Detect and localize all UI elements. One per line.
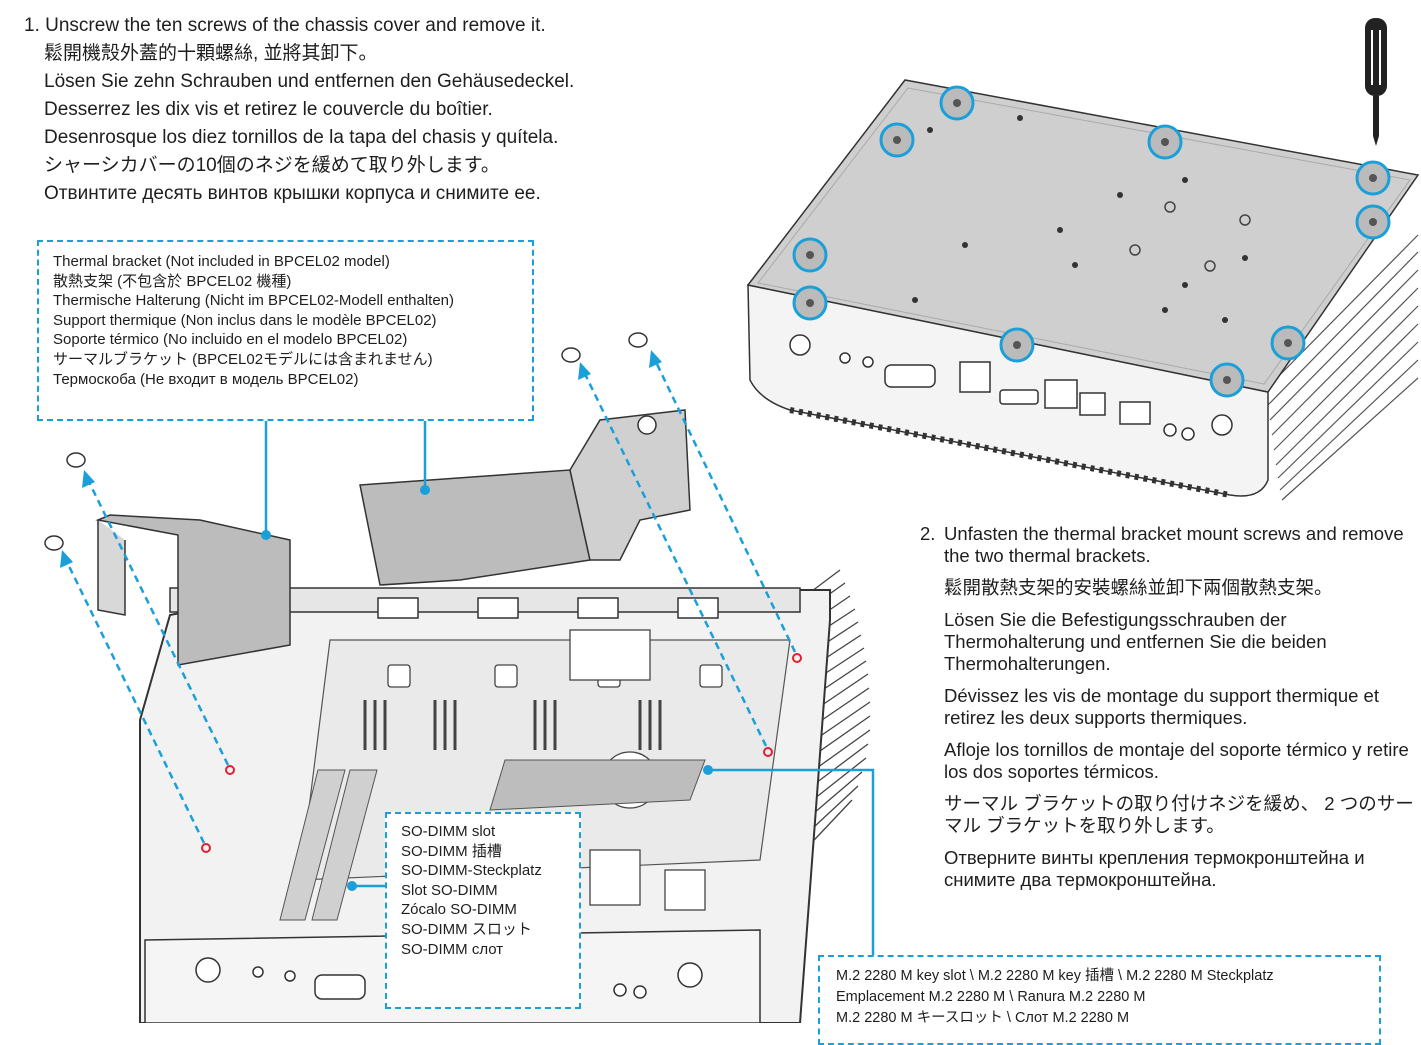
- sodimm-callout-line-ru: SO-DIMM слот: [401, 940, 504, 958]
- step2-instructions: 2. Unfasten the thermal bracket mount sc…: [920, 523, 1420, 901]
- chassis-top-view: [746, 18, 1420, 501]
- step2-para-ja: サーマル ブラケットの取り付けネジを緩め、 2 つのサーマル ブラケットを取り外…: [944, 793, 1414, 836]
- sodimm-callout-line-en: SO-DIMM slot: [401, 823, 496, 840]
- step1-line-ru: Отвинтите десять винтов крышки корпуса и…: [44, 183, 541, 204]
- step2-para-zh: 鬆開散熱支架的安裝螺絲並卸下兩個散熱支架。: [944, 577, 1333, 598]
- step1-line-fr: Desserrez les dix vis et retirez le couv…: [44, 99, 493, 120]
- thermal-callout-line-fr: Support thermique (Non inclus dans le mo…: [53, 311, 437, 329]
- step2-number: 2.: [920, 523, 936, 544]
- step1-line-es: Desenrosque los diez tornillos de la tap…: [44, 127, 559, 148]
- screw-icon: [44, 332, 648, 551]
- m2-slot-callout: M.2 2280 M key slot \ M.2 2280 M key 插槽 …: [818, 955, 1381, 1045]
- sodimm-callout-line-ja: SO-DIMM スロット: [401, 920, 532, 938]
- step2-para-fr: Dévissez les vis de montage du support t…: [944, 685, 1379, 728]
- thermal-callout-line-ja: サーマルブラケット (BPCEL02モデルには含まれません): [53, 350, 433, 368]
- step1-line-zh: 鬆開機殼外蓋的十顆螺絲, 並將其卸下。: [44, 43, 378, 64]
- sodimm-callout-line-zh: SO-DIMM 插槽: [401, 842, 502, 860]
- thermal-callout-line-zh: 散熱支架 (不包含於 BPCEL02 機種): [53, 272, 292, 290]
- screwdriver-icon: [1365, 18, 1387, 146]
- thermal-callout-line-ru: Термоскоба (Не входит в модель BPCEL02): [53, 370, 359, 388]
- thermal-bracket-callout: Thermal bracket (Not included in BPCEL02…: [37, 240, 534, 421]
- step1-line-de: Lösen Sie zehn Schrauben und entfernen d…: [44, 71, 575, 92]
- thermal-callout-line-en: Thermal bracket (Not included in BPCEL02…: [53, 253, 390, 270]
- sodimm-callout-line-es: Zócalo SO-DIMM: [401, 901, 517, 919]
- step2-para-en: Unfasten the thermal bracket mount screw…: [944, 523, 1404, 566]
- m2-callout-line-2: Emplacement M.2 2280 M \ Ranura M.2 2280…: [836, 989, 1146, 1005]
- m2-callout-line-1: M.2 2280 M key slot \ M.2 2280 M key 插槽 …: [836, 968, 1274, 984]
- step2-para-de: Lösen Sie die Befestigungsschrauben der …: [944, 609, 1327, 674]
- callout-leaders: [264, 420, 875, 955]
- thermal-callout-line-de: Thermische Halterung (Nicht im BPCEL02-M…: [53, 292, 455, 310]
- sodimm-callout: SO-DIMM slot SO-DIMM 插槽 SO-DIMM-Steckpla…: [385, 812, 581, 1009]
- step2-para-es: Afloje los tornillos de montaje del sopo…: [944, 739, 1409, 782]
- thermal-callout-line-es: Soporte térmico (No incluido en el model…: [53, 331, 408, 349]
- step2-para-ru: Отверните винты крепления термокронштейн…: [944, 847, 1365, 890]
- step1-line-en: Unscrew the ten screws of the chassis co…: [45, 15, 546, 36]
- m2-callout-line-3: M.2 2280 M キースロット \ Слот M.2 2280 M: [836, 1010, 1130, 1026]
- step1-line-ja: シャーシカバーの10個のネジを緩めて取り外します。: [44, 155, 500, 176]
- step1-instructions: 1. Unscrew the ten screws of the chassis…: [24, 12, 574, 208]
- sodimm-callout-line-de: SO-DIMM-Steckplatz: [401, 862, 542, 880]
- step1-number: 1.: [24, 15, 40, 36]
- screw-highlight-icon: [792, 85, 1391, 398]
- sodimm-callout-line-fr: Slot SO-DIMM: [401, 881, 498, 899]
